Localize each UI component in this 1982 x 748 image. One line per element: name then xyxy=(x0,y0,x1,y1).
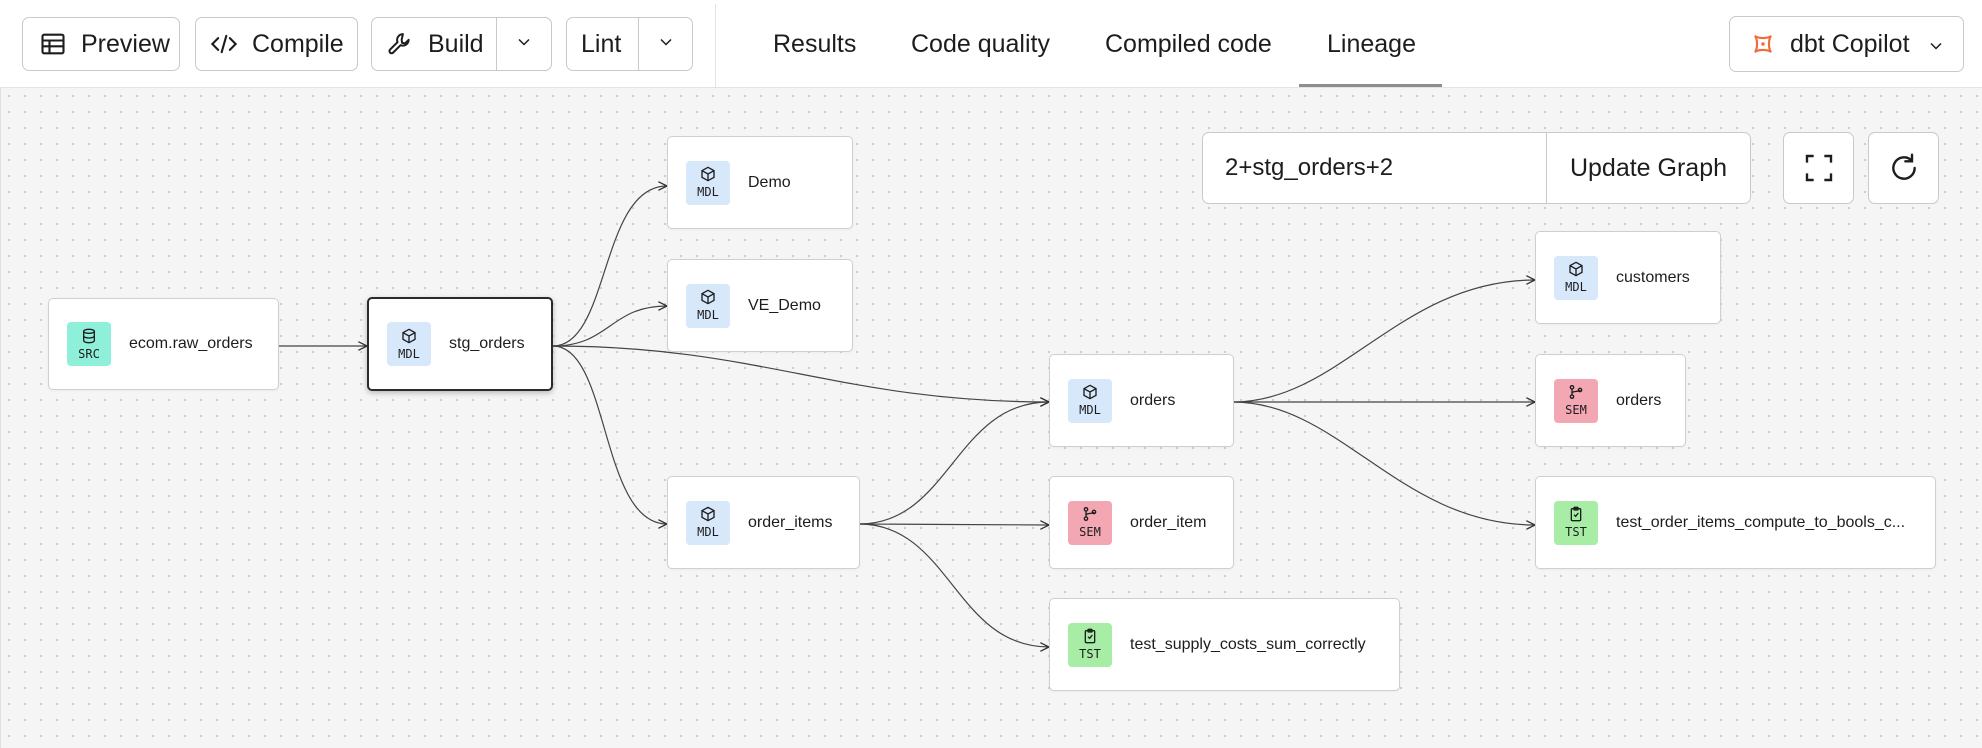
badge-label: MDL xyxy=(697,308,719,322)
model-badge: MDL xyxy=(686,283,730,328)
lint-label: Lint xyxy=(581,29,622,58)
model-badge: MDL xyxy=(387,322,431,366)
node-label: orders xyxy=(1130,391,1176,409)
test-badge: TST xyxy=(1554,500,1598,545)
node-customers[interactable]: MDL customers xyxy=(1535,231,1721,324)
model-badge: MDL xyxy=(1554,255,1598,300)
build-button[interactable]: Build xyxy=(372,18,496,70)
cube-icon xyxy=(402,328,416,343)
node-label: orders xyxy=(1616,391,1662,409)
node-label: VE_Demo xyxy=(748,296,821,314)
preview-button[interactable]: Preview xyxy=(22,17,180,71)
node-label: ecom.raw_orders xyxy=(129,335,253,352)
refresh-icon xyxy=(1888,152,1920,184)
copilot-logo-icon xyxy=(1750,31,1776,57)
tab-results[interactable]: Results xyxy=(773,30,856,59)
badge-label: TST xyxy=(1565,525,1587,539)
badge-label: TST xyxy=(1079,647,1101,661)
semantic-badge: SEM xyxy=(1554,378,1598,423)
badge-label: MDL xyxy=(1079,403,1101,417)
node-order-items[interactable]: MDL order_items xyxy=(667,476,860,569)
badge-label: SRC xyxy=(78,346,100,361)
node-ve-demo[interactable]: MDL VE_Demo xyxy=(667,259,853,352)
node-label: stg_orders xyxy=(449,335,525,352)
code-icon xyxy=(210,30,238,58)
compile-label: Compile xyxy=(252,29,344,58)
model-badge: MDL xyxy=(686,160,730,205)
node-test-supply-costs[interactable]: TST test_supply_costs_sum_correctly xyxy=(1049,598,1400,691)
lint-dropdown-button[interactable] xyxy=(638,18,692,70)
chevron-down-icon xyxy=(514,32,534,57)
clipboard-check-icon xyxy=(1084,628,1096,644)
model-badge: MDL xyxy=(1068,378,1112,423)
cube-icon xyxy=(701,289,715,305)
build-dropdown-button[interactable] xyxy=(496,18,551,70)
node-label: test_supply_costs_sum_correctly xyxy=(1130,635,1366,653)
node-label: customers xyxy=(1616,268,1690,286)
chevron-down-icon xyxy=(1926,34,1946,54)
database-icon xyxy=(83,328,95,343)
copilot-label: dbt Copilot xyxy=(1790,29,1910,58)
tab-label: Code quality xyxy=(911,30,1050,58)
semantic-badge: SEM xyxy=(1068,500,1112,545)
tab-compiled-code[interactable]: Compiled code xyxy=(1105,30,1272,59)
branch-icon xyxy=(1569,385,1583,399)
clipboard-check-icon xyxy=(1570,506,1582,522)
node-demo[interactable]: MDL Demo xyxy=(667,136,853,229)
lint-button[interactable]: Lint xyxy=(567,18,638,70)
node-label: order_item xyxy=(1130,513,1207,531)
cube-icon xyxy=(701,506,715,522)
update-graph-button[interactable]: Update Graph xyxy=(1546,133,1750,203)
table-icon xyxy=(39,30,67,58)
cube-icon xyxy=(1083,384,1097,400)
badge-label: MDL xyxy=(398,346,420,361)
badge-label: MDL xyxy=(697,525,719,539)
expand-icon xyxy=(1803,152,1835,184)
badge-label: MDL xyxy=(1565,280,1587,294)
wrench-icon xyxy=(386,30,414,58)
cube-icon xyxy=(701,166,715,182)
test-badge: TST xyxy=(1068,622,1112,667)
tab-label: Compiled code xyxy=(1105,30,1272,58)
chevron-down-icon xyxy=(656,32,676,57)
tab-code-quality[interactable]: Code quality xyxy=(911,30,1050,59)
model-badge: MDL xyxy=(686,500,730,545)
branch-icon xyxy=(1083,507,1097,521)
toolbar-divider xyxy=(715,4,716,88)
fullscreen-button[interactable] xyxy=(1783,132,1854,204)
build-label: Build xyxy=(428,29,484,58)
node-stg-orders[interactable]: MDL stg_orders xyxy=(367,297,553,391)
tab-label: Results xyxy=(773,30,857,58)
node-test-order-items[interactable]: TST test_order_items_compute_to_bools_c.… xyxy=(1535,476,1936,569)
node-order-item-semantic[interactable]: SEM order_item xyxy=(1049,476,1234,569)
node-orders-semantic[interactable]: SEM orders xyxy=(1535,354,1686,447)
lint-split-button: Lint xyxy=(566,17,693,71)
badge-label: SEM xyxy=(1565,403,1587,417)
node-label: Demo xyxy=(748,173,791,191)
compile-button[interactable]: Compile xyxy=(195,17,358,71)
copilot-button[interactable]: dbt Copilot xyxy=(1729,16,1964,72)
graph-selector-input[interactable]: 2+stg_orders+2 xyxy=(1225,154,1394,181)
badge-label: SEM xyxy=(1079,525,1101,539)
badge-label: MDL xyxy=(697,185,719,199)
node-raw-orders[interactable]: SRC ecom.raw_orders xyxy=(48,298,279,390)
refresh-button[interactable] xyxy=(1868,132,1939,204)
node-label: test_order_items_compute_to_bools_c... xyxy=(1616,513,1906,531)
tab-label: Lineage xyxy=(1327,30,1416,58)
node-label: order_items xyxy=(748,513,833,531)
source-badge: SRC xyxy=(67,322,111,366)
cube-icon xyxy=(1569,261,1583,277)
tab-lineage[interactable]: Lineage xyxy=(1327,30,1416,59)
preview-label: Preview xyxy=(81,29,170,58)
graph-selector: 2+stg_orders+2 Update Graph xyxy=(1202,132,1751,204)
toolbar: Preview Compile Build Lint Results Code … xyxy=(0,0,1982,88)
node-orders-model[interactable]: MDL orders xyxy=(1049,354,1234,447)
active-tab-indicator xyxy=(1299,84,1442,87)
build-split-button: Build xyxy=(371,17,552,71)
